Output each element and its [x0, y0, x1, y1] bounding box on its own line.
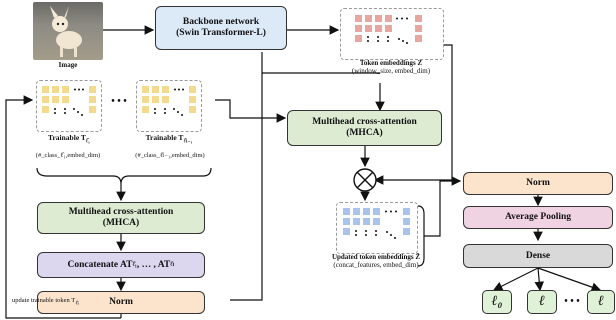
image-caption: Image [58, 61, 78, 69]
mhca-top-line1: Multihead cross-attention [312, 117, 417, 128]
trainable-1-label: Trainable Tℓ̂₁ [28, 133, 110, 145]
output-l0: ℓ₀ [482, 290, 512, 314]
trainable-2-title: Trainable T [145, 133, 184, 142]
token-grid-blue [343, 208, 410, 239]
updated-token-grid [336, 202, 418, 254]
input-image [33, 2, 103, 60]
trainable-grid-2 [136, 80, 202, 132]
update-token-text: update trainable token Tℓ̂ₗ [12, 297, 124, 306]
output-ln-label: ℓ [598, 293, 604, 309]
concat-mid: , … , AT [136, 259, 171, 270]
token-grid-pink [355, 15, 422, 44]
concat-sub-b: ℓ̂ₗ [170, 261, 175, 269]
ellipsis-trainables: • • • [111, 96, 127, 107]
trainable-2-shape: (#_class_ℓ̂ₗ₋₁,embed_dim) [135, 152, 205, 159]
dog-icon [50, 6, 82, 57]
updated-tokens-line2: (concat_features, embed_dim) [333, 260, 419, 269]
token-grid-yellow-2 [142, 86, 196, 116]
norm-left-label: Norm [109, 297, 133, 308]
trainable-2-sub: ℓ̂ₗ₋₁ [183, 138, 193, 145]
mhca-top-line2: (MHCA) [346, 128, 383, 138]
average-pooling-label: Average Pooling [504, 212, 572, 223]
dense-label: Dense [525, 250, 551, 261]
trainable-1-shape: (#_class_ℓ̂₁,embed_dim) [35, 152, 101, 159]
output-ln: ℓ [587, 290, 615, 314]
token-embeddings-line2: (window_size, embed_dim) [351, 66, 431, 75]
token-embeddings-grid [340, 8, 444, 60]
trainable-1-sub: ℓ̂₁ [85, 138, 90, 145]
token-embeddings-label: Token embeddings Z (window_size, embed_d… [330, 59, 452, 75]
updated-tokens-label: Updated token embeddings Z̃ (concat_feat… [306, 253, 446, 269]
norm-head-box: Norm [463, 172, 613, 195]
update-sub: ℓ̂ₗ [75, 300, 80, 307]
norm-head-label: Norm [526, 178, 550, 189]
token-grid-yellow-1 [42, 86, 96, 116]
token-embeddings-line1: Token embeddings Z [359, 59, 423, 67]
backbone-line1: Backbone network [182, 17, 260, 28]
output-l1-label: ℓ [539, 293, 545, 309]
mhca-left-line1: Multihead cross-attention [68, 207, 174, 218]
norm-left-box: Norm [37, 291, 205, 314]
update-text: update trainable token T [12, 297, 76, 304]
concat-sub-a: ℓ̂₁ [132, 261, 137, 269]
output-ellipsis: • • • [564, 296, 580, 307]
updated-tokens-line1: Updated token embeddings Z̃ [331, 253, 421, 261]
concat-label: Concatenate AT [67, 259, 133, 270]
output-l1: ℓ [527, 290, 557, 314]
output-l0-label: ℓ₀ [491, 293, 503, 309]
trainable-1-title: Trainable T [48, 133, 86, 142]
mhca-top-box: Multihead cross-attention (MHCA) [287, 110, 442, 146]
backbone-line2: (Swin Transformer-L) [176, 28, 266, 38]
mhca-left-box: Multihead cross-attention (MHCA) [37, 202, 205, 234]
average-pooling-box: Average Pooling [463, 206, 613, 229]
dense-box: Dense [463, 244, 613, 268]
backbone-network-box: Backbone network (Swin Transformer-L) [155, 6, 287, 50]
mhca-left-line2: (MHCA) [102, 218, 140, 228]
trainable-2-label: Trainable Tℓ̂ₗ₋₁ [128, 133, 210, 145]
trainable-grid-1 [36, 80, 102, 132]
